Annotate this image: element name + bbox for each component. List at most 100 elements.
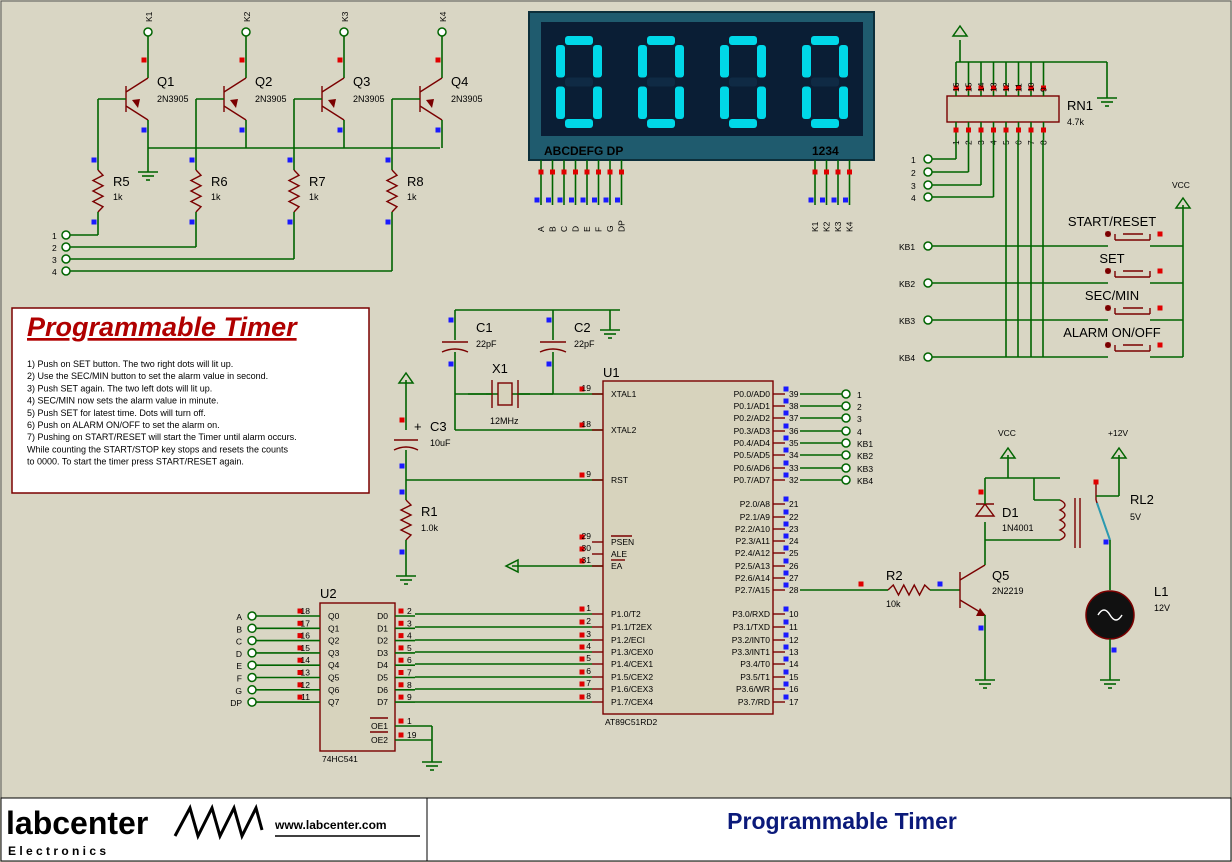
u1-net-terminal: [841, 413, 851, 423]
u1-pin-name: P2.0/A8: [740, 499, 771, 509]
pin-marker: [1093, 479, 1099, 485]
resistor-zigzag: [887, 583, 931, 597]
pin-marker: [579, 632, 585, 638]
vcc-arrow-icon: [1174, 196, 1192, 209]
pin-marker: [91, 157, 97, 163]
pin-marker: [579, 694, 585, 700]
u1-pin-number: 15: [789, 672, 799, 682]
pin-marker: [783, 496, 789, 502]
rn-terminal: [923, 180, 933, 190]
pin-marker: [141, 127, 147, 133]
pin-marker: [337, 57, 343, 63]
segment-c: [593, 86, 602, 119]
collector-label: K2: [242, 11, 252, 22]
rn-terminal-label: 4: [911, 193, 916, 203]
segment-f: [720, 45, 729, 78]
collector-terminal: [339, 27, 349, 37]
button-pin-icon: [1105, 342, 1111, 348]
u1-net-terminal: [841, 401, 851, 411]
pin-marker: [603, 197, 609, 203]
logo-url: www.labcenter.com: [274, 818, 387, 832]
u2-pin-number: 14: [301, 655, 311, 665]
resistor-zigzag: [385, 169, 399, 213]
u2-input-label: B: [236, 624, 242, 634]
left-terminal: [61, 254, 71, 264]
pin-marker: [584, 169, 590, 175]
u1-net-terminal: [841, 475, 851, 485]
pin-marker: [1041, 85, 1046, 91]
r1-ground: [396, 575, 416, 585]
u2-pin-name: Q7: [328, 697, 340, 707]
pin-marker: [1003, 127, 1009, 133]
left-terminal-label: 3: [52, 255, 57, 265]
ground-symbol: [138, 148, 158, 181]
vcc-arrow-icon: [999, 446, 1017, 459]
logo-wave-icon: [173, 803, 264, 841]
pin-marker: [1041, 127, 1046, 133]
pin-marker: [534, 197, 540, 203]
button-pin-icon: [1105, 231, 1111, 237]
u1-pin-name: P3.3/INT1: [732, 647, 771, 657]
pin-marker: [399, 417, 405, 423]
pin-marker: [337, 127, 343, 133]
pin-marker: [579, 644, 585, 650]
u1-net-terminal: [841, 426, 851, 436]
u1-pin-number: 35: [789, 438, 799, 448]
display-digit: [638, 36, 684, 128]
u1-pin-number: 2: [586, 616, 591, 626]
segment-f: [556, 45, 565, 78]
u1-pin-number: 25: [789, 548, 799, 558]
u2-input-terminal: [247, 672, 257, 683]
display-pin-label: DP: [617, 220, 627, 232]
pin-marker: [783, 545, 789, 551]
title-block: labcenter E l e c t r o n i c s www.labc…: [0, 797, 1232, 862]
u1-pin-number: 18: [582, 419, 592, 429]
pin-marker: [783, 423, 789, 429]
u1-pin-number: 10: [789, 609, 799, 619]
resistor-value: 1k: [113, 192, 123, 202]
u1-pin-name: P0.2/AD2: [734, 413, 771, 423]
segment-g: [729, 77, 757, 87]
u2-pin-number: 16: [301, 631, 311, 641]
pin-marker: [546, 317, 552, 323]
u2-pin-name: D4: [377, 660, 388, 670]
u1-pin-name: XTAL2: [611, 425, 637, 435]
transistor-value: 2N3905: [451, 94, 483, 104]
display-pin-label: K1: [810, 221, 820, 232]
c3-value: 10uF: [430, 438, 451, 448]
rn-terminal-label: 2: [911, 168, 916, 178]
base-resistor: [91, 169, 105, 213]
u1-pin-name: P1.1/T2EX: [611, 622, 652, 632]
u2-pin-number: 9: [407, 692, 412, 702]
resistor-ref: R7: [309, 174, 326, 189]
u1-pin-name: P1.2/ECI: [611, 635, 645, 645]
pin-marker: [538, 169, 544, 175]
pin-marker: [573, 169, 578, 175]
u2-pin-number: 1: [407, 716, 412, 726]
pin-marker: [1157, 231, 1163, 237]
pin-marker: [189, 219, 195, 225]
resistor-zigzag: [91, 169, 105, 213]
kb-terminal-label: KB4: [899, 353, 915, 363]
logo-sub: E l e c t r o n i c s: [8, 844, 106, 858]
transistor-value: 2N3905: [353, 94, 385, 104]
pin-marker: [91, 219, 97, 225]
u1-net-label: KB1: [857, 439, 873, 449]
button-pin-icon: [1105, 305, 1111, 311]
pin-marker: [189, 157, 195, 163]
u1-net-label: 3: [857, 414, 862, 424]
kb-terminal: [923, 352, 933, 362]
u2-input-label: A: [236, 612, 242, 622]
pin-marker: [297, 670, 303, 675]
q5-ground: [975, 679, 995, 689]
note-line: 5) Push SET for latest time. Dots will t…: [27, 408, 206, 418]
transistor-emitter-leg: [125, 105, 149, 121]
segment-d: [647, 119, 675, 128]
seven-segment-display[interactable]: ABCDEFG DP 1234: [528, 11, 875, 161]
pin-marker: [399, 489, 405, 495]
pin-marker: [1103, 539, 1109, 545]
